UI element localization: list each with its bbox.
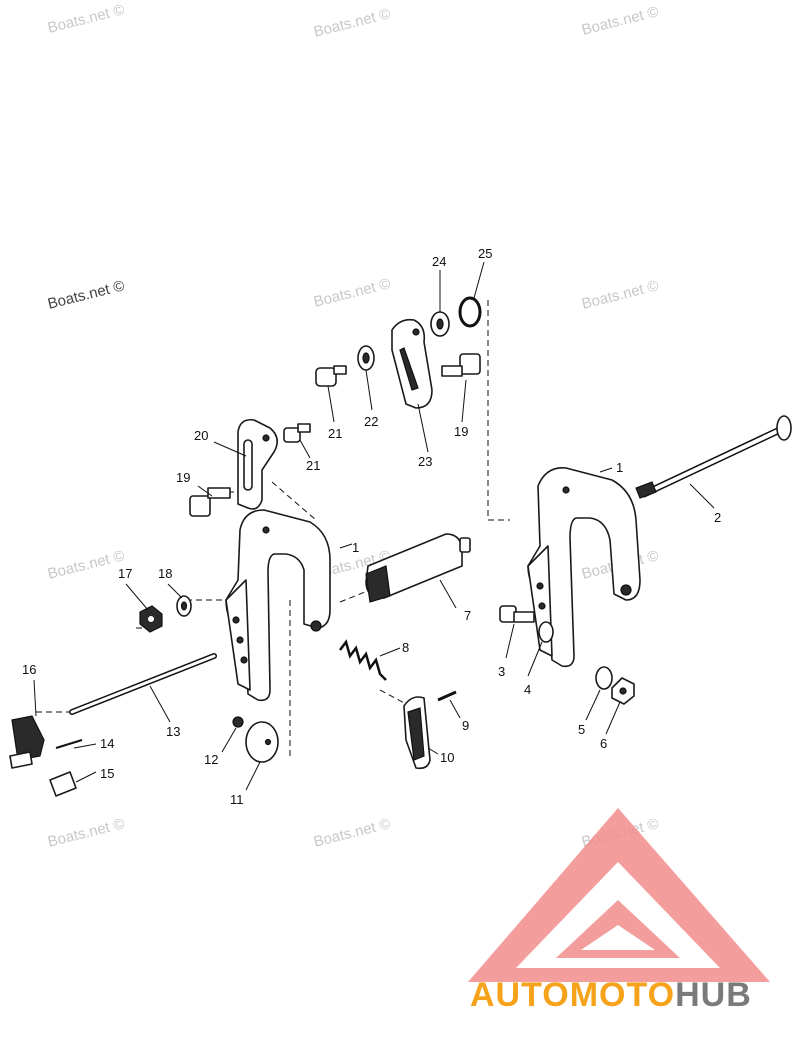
label-2: 2 [714,510,721,525]
label-13: 13 [166,724,180,739]
part-17-nut [139,605,163,633]
label-10: 10 [440,750,454,765]
part-23-plate [391,318,433,409]
logo-triangle [468,808,770,982]
part-21-screw-left [283,423,311,443]
label-21-upper: 21 [328,426,342,441]
part-19-bolt-left [189,487,231,517]
part-5-washer [595,666,613,690]
label-11: 11 [230,792,244,807]
label-21-left: 21 [306,458,320,473]
part-24-washer [430,311,450,337]
label-23: 23 [418,454,432,469]
label-22: 22 [364,414,378,429]
part-3-bolt [499,605,535,623]
part-8-spring [339,639,387,681]
label-5: 5 [578,722,585,737]
part-22-washer [357,345,375,371]
part-19-bolt-right [441,353,481,377]
label-14: 14 [100,736,114,751]
label-18: 18 [158,566,172,581]
part-7-handle [365,533,471,603]
label-1-right: 1 [616,460,623,475]
label-24: 24 [432,254,446,269]
part-labels: 1 2 3 4 5 6 7 8 9 10 11 12 13 14 15 16 1… [22,246,721,807]
part-13-rod [69,653,217,715]
label-19-right: 19 [454,424,468,439]
logo-text-hub: HUB [675,976,752,1014]
logo-wordmark: AUTOMOTOHUB [470,976,752,1015]
label-16: 16 [22,662,36,677]
part-20-plate [237,418,278,510]
part-25-ring [458,296,482,328]
label-12: 12 [204,752,218,767]
part-18-washer [176,595,192,617]
part-9-pin [437,690,457,702]
label-9: 9 [462,718,469,733]
part-10-lever [403,696,431,770]
leader-lines [33,261,715,791]
label-4: 4 [524,682,531,697]
label-3: 3 [498,664,505,679]
part-2-shaft [635,415,792,499]
logo-text-moto: MOTO [569,976,676,1014]
label-25: 25 [478,246,492,261]
part-6-nut [611,677,635,705]
label-1-left: 1 [352,540,359,555]
part-11-disc [245,721,279,763]
part-12-nut [232,716,244,728]
label-15: 15 [100,766,114,781]
label-6: 6 [600,736,607,751]
logo-text-auto: AUTO [470,976,570,1014]
label-7: 7 [464,608,471,623]
part-16-clip [9,715,45,769]
label-17: 17 [118,566,132,581]
part-15-clip [49,771,77,797]
label-8: 8 [402,640,409,655]
part-21-screw-upper [315,365,347,387]
part-14-pin [55,739,83,749]
label-19-left: 19 [176,470,190,485]
label-20: 20 [194,428,208,443]
part-4-washer [538,621,554,643]
part-1-clamp-left [225,509,331,702]
